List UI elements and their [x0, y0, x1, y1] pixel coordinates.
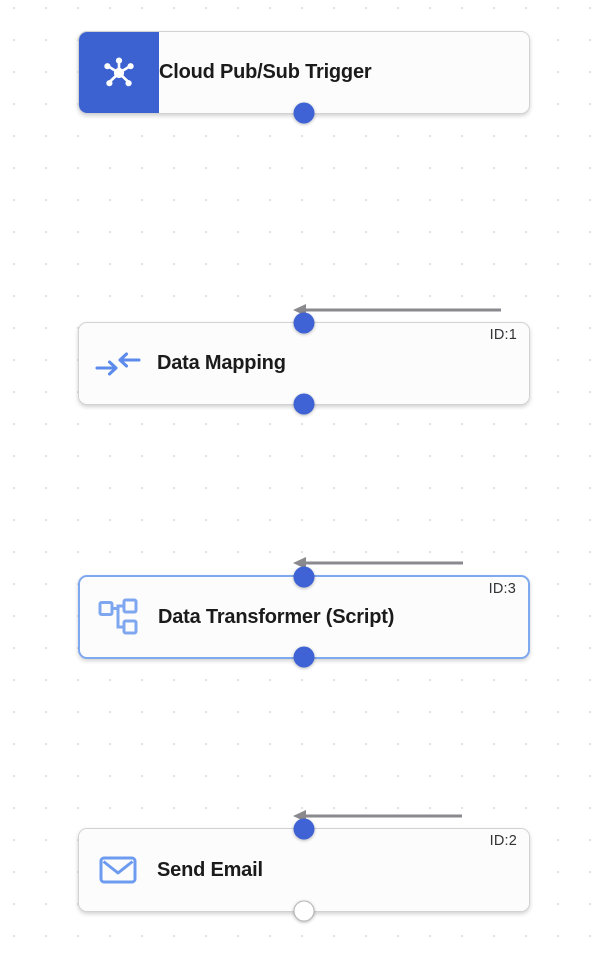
node-icon-panel: [79, 32, 159, 113]
node-output-port[interactable]: [293, 393, 315, 415]
node-title: Cloud Pub/Sub Trigger: [159, 61, 372, 83]
workflow-node-data-mapping[interactable]: Data Mapping ID:1: [78, 312, 530, 415]
node-tree-icon: [98, 598, 138, 635]
node-title: Data Mapping: [157, 352, 286, 374]
node-input-port[interactable]: [293, 818, 315, 840]
workflow-node-data-transformer-script[interactable]: Data Transformer (Script) ID:3: [78, 566, 530, 668]
workflow-node-send-email[interactable]: Send Email ID:2: [78, 818, 530, 922]
node-output-port[interactable]: [293, 646, 315, 668]
node-title: Data Transformer (Script): [158, 605, 395, 628]
node-input-port[interactable]: [293, 312, 315, 334]
node-icon-slot: [79, 853, 157, 887]
node-output-port[interactable]: [293, 102, 315, 124]
node-id-label: ID:3: [488, 581, 516, 597]
node-icon-slot: [79, 347, 157, 381]
node-title: Send Email: [157, 858, 263, 881]
envelope-icon: [99, 856, 137, 884]
node-output-port[interactable]: [293, 900, 315, 922]
converging-arrows-icon: [95, 351, 141, 376]
node-input-port[interactable]: [293, 566, 315, 588]
workflow-node-cloud-pubsub-trigger[interactable]: Cloud Pub/Sub Trigger: [78, 31, 530, 124]
node-id-label: ID:1: [489, 327, 517, 343]
node-id-label: ID:2: [489, 833, 517, 849]
pubsub-hub-icon: [104, 57, 134, 86]
node-icon-slot: [80, 596, 158, 638]
